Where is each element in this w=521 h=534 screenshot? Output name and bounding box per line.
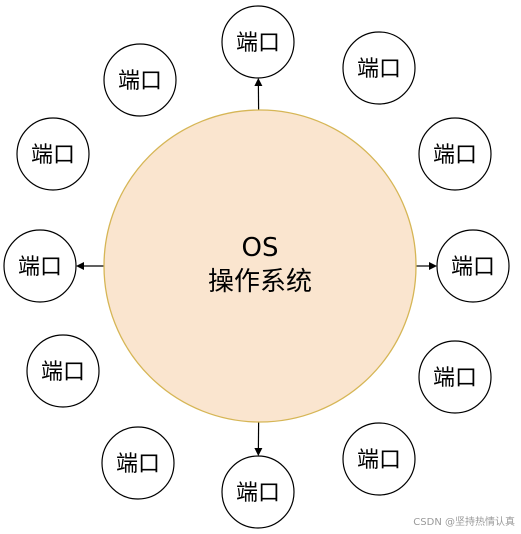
arrowhead-right: [429, 262, 437, 270]
port-node-top: 端口: [221, 5, 295, 79]
arrowhead-left: [76, 262, 84, 270]
port-node-left-upper: 端口: [16, 117, 90, 191]
port-label: 端口: [116, 452, 160, 477]
port-label: 端口: [31, 143, 75, 168]
port-circle: [221, 455, 295, 529]
port-circle: [342, 422, 416, 496]
port-node-left: 端口: [3, 229, 77, 303]
port-node-bottom-right: 端口: [342, 422, 416, 496]
port-node-right: 端口: [436, 229, 510, 303]
port-label: 端口: [357, 448, 401, 473]
port-label: 端口: [433, 143, 477, 168]
os-label: OS: [242, 233, 279, 263]
port-label: 端口: [41, 360, 85, 385]
port-circle: [16, 117, 90, 191]
port-label: 端口: [433, 366, 477, 391]
os-node: OS 操作系统: [103, 109, 417, 423]
port-circle: [3, 229, 77, 303]
port-node-bottom-left: 端口: [101, 426, 175, 500]
port-circle: [342, 31, 416, 105]
port-label: 端口: [236, 481, 280, 506]
port-node-bottom: 端口: [221, 455, 295, 529]
port-label: 端口: [357, 57, 401, 82]
watermark: CSDN @坚持热情认真: [413, 517, 515, 528]
port-circle: [101, 426, 175, 500]
arrowhead-bottom: [254, 447, 263, 457]
port-circle: [418, 340, 492, 414]
port-node-right-lower: 端口: [418, 340, 492, 414]
port-circle: [26, 334, 100, 408]
port-circle: [436, 229, 510, 303]
arrowhead-top: [254, 77, 263, 87]
port-label: 端口: [118, 69, 162, 94]
port-node-top-left: 端口: [103, 43, 177, 117]
port-circle: [221, 5, 295, 79]
port-node-left-lower: 端口: [26, 334, 100, 408]
port-circle: [418, 117, 492, 191]
port-label: 端口: [18, 255, 62, 280]
port-circle: [103, 43, 177, 117]
port-node-top-right: 端口: [342, 31, 416, 105]
arrows-layer: [76, 77, 437, 457]
port-node-right-upper: 端口: [418, 117, 492, 191]
os-circle: [103, 109, 417, 423]
port-label: 端口: [451, 255, 495, 280]
port-label: 端口: [236, 31, 280, 56]
os-chinese-label: 操作系统: [208, 267, 312, 297]
